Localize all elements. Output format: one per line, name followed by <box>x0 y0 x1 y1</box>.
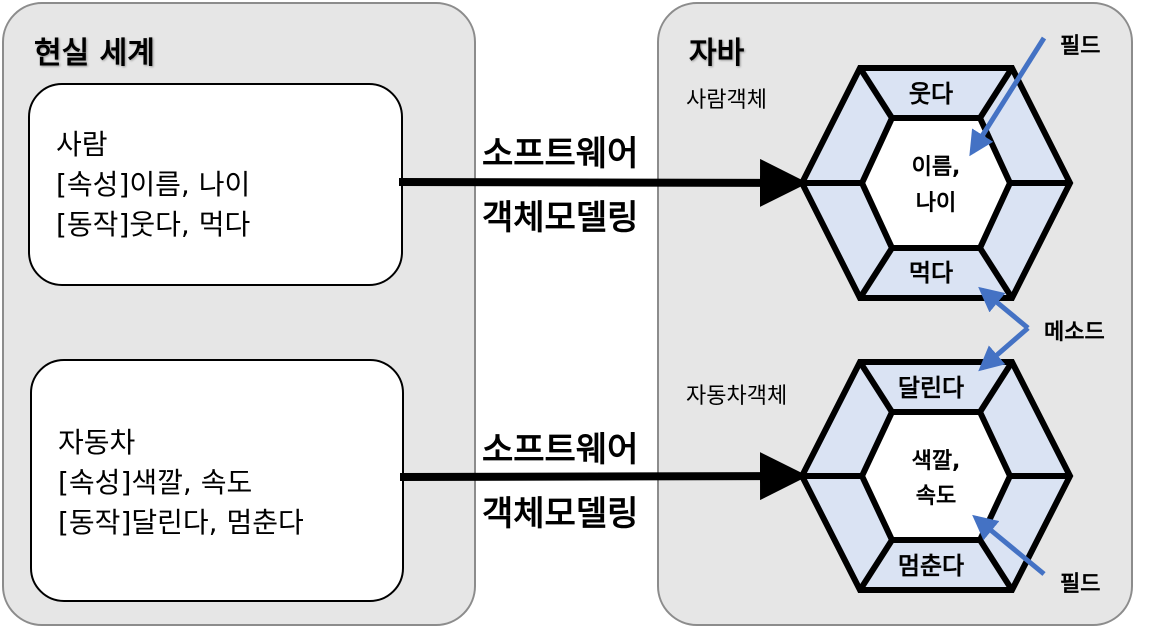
car-object-hexagon: 달린다 색깔, 속도 멈춘다 <box>798 359 1074 593</box>
person-actions: [동작]웃다, 먹다 <box>56 208 251 241</box>
real-world-title: 현실 세계 <box>34 36 155 71</box>
car-attributes: [속성]색깔, 속도 <box>58 466 253 499</box>
modeling-label-bottom-line1: 소프트웨어 <box>482 430 639 470</box>
modeling-label-top-line2: 객체모델링 <box>482 198 639 238</box>
person-method-smile: 웃다 <box>909 80 953 108</box>
car-field-line1: 색깔, <box>912 449 961 474</box>
method-callout: 메소드 <box>1044 320 1105 345</box>
real-world-panel: 현실 세계 사람 [속성]이름, 나이 [동작]웃다, 먹다 자동차 [속성]색… <box>2 2 476 626</box>
car-method-stop: 멈춘다 <box>898 552 964 580</box>
modeling-label-top-line1: 소프트웨어 <box>482 134 639 174</box>
car-entity-box: 자동차 [속성]색깔, 속도 [동작]달린다, 멈춘다 <box>30 359 404 602</box>
method-callout-arrow-up <box>978 286 1030 330</box>
car-object-label: 자동차객체 <box>686 384 788 409</box>
java-title: 자바 <box>689 36 745 71</box>
method-callout-arrow-down <box>978 326 1030 372</box>
person-field-line1: 이름, <box>912 155 961 180</box>
person-object-hexagon: 웃다 이름, 나이 먹다 <box>798 65 1074 301</box>
car-actions: [동작]달린다, 멈춘다 <box>58 506 304 539</box>
car-method-run: 달린다 <box>898 374 964 402</box>
car-field-line2: 속도 <box>916 484 956 509</box>
person-entity-box: 사람 [속성]이름, 나이 [동작]웃다, 먹다 <box>28 83 403 286</box>
person-method-eat: 먹다 <box>909 259 953 287</box>
field-callout-top: 필드 <box>1060 34 1101 59</box>
modeling-arrow-bottom <box>399 452 808 501</box>
person-name: 사람 <box>56 128 108 161</box>
modeling-label-bottom-line2: 객체모델링 <box>482 494 639 534</box>
modeling-arrow-top <box>398 158 808 207</box>
field-callout-arrow-bottom <box>972 514 1046 576</box>
field-callout-bottom: 필드 <box>1060 572 1101 597</box>
field-callout-arrow-top <box>969 36 1047 157</box>
person-object-label: 사람객체 <box>686 88 767 113</box>
car-name: 자동차 <box>58 426 136 459</box>
person-field-line2: 나이 <box>916 191 956 216</box>
person-attributes: [속성]이름, 나이 <box>56 168 251 201</box>
